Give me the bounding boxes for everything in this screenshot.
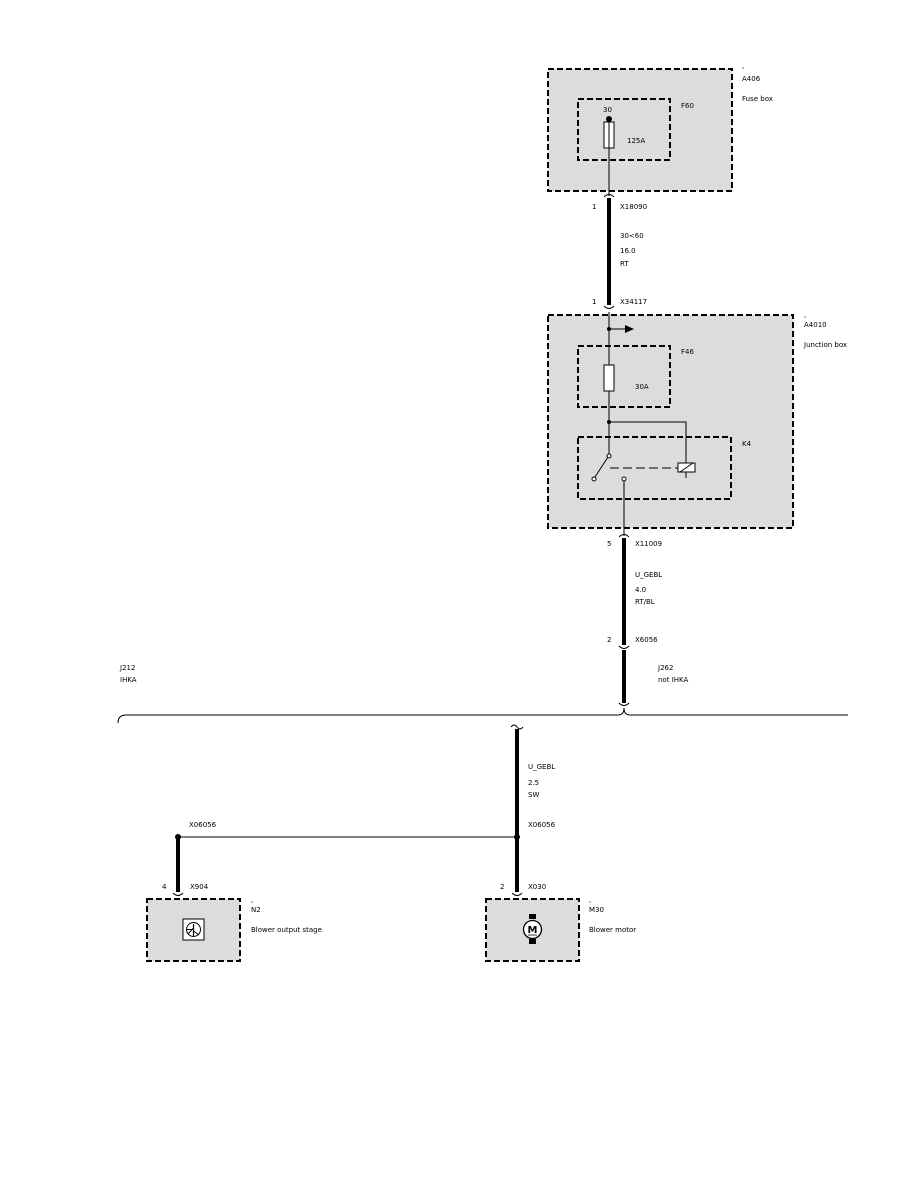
connector-arc-top <box>618 534 630 538</box>
variant-brace: J212 IHKA J262 not IHKA <box>117 664 848 724</box>
wire-1-size: 16.0 <box>620 247 636 255</box>
blower-stage-pin: 4 <box>162 883 167 891</box>
fuse-f46-rating: 30A <box>635 383 649 391</box>
blower-stage-component: 4 X904 , N2 Blower output stage <box>146 883 322 962</box>
wire-1-pin-bottom: 1 <box>592 298 596 306</box>
fuse-f46-id: F46 <box>681 348 694 356</box>
blower-motor-connector: X030 <box>528 883 546 891</box>
wire-2-connector-bottom: X6056 <box>635 636 658 644</box>
blower-motor-mark: , <box>589 896 591 904</box>
connector-arc-brace <box>618 702 630 706</box>
blower-motor-name: Blower motor <box>589 926 636 934</box>
coil-feed-line <box>609 421 687 463</box>
relay-k4-id: K4 <box>742 440 752 448</box>
junction-box-id: A4010 <box>804 321 827 329</box>
blower-motor-pin: 2 <box>500 883 504 891</box>
fuse-box-id: A406 <box>742 75 761 83</box>
wire-3-color: SW <box>528 791 539 799</box>
fuse-f46-outline <box>577 345 671 408</box>
junction-box-name: Junction box <box>803 341 847 349</box>
wire-3-size: 2.5 <box>528 779 539 787</box>
fuse-f60-rating: 125A <box>627 137 645 145</box>
arrow-right-icon <box>625 325 634 333</box>
wire-1-connector-bottom: X34117 <box>620 298 647 306</box>
wire-2-pin-bottom: 2 <box>607 636 611 644</box>
fuse-box-name: Fuse box <box>742 95 773 103</box>
fuse-f60-outline <box>577 98 671 161</box>
blower-motor-component: 2 X030 M , M30 Blower motor <box>485 883 636 962</box>
variant-right-name: not IHKA <box>658 676 688 684</box>
fuse-terminal-label: 30 <box>603 106 612 114</box>
switch-contact-no <box>621 476 627 482</box>
wire-1-circuit: 30<60 <box>620 232 644 240</box>
blower-stage-connector: X904 <box>190 883 209 891</box>
wire-2-size: 4.0 <box>635 586 646 594</box>
blower-motor-id: M30 <box>589 906 604 914</box>
fuse-box-component: , A406 Fuse box F60 30 125A <box>547 62 773 196</box>
connector-arc <box>511 892 523 896</box>
variant-left-code: J212 <box>119 664 135 672</box>
fuse-icon <box>603 119 615 196</box>
blower-stage-id: N2 <box>251 906 261 914</box>
blower-stage-name: Blower output stage <box>251 926 322 934</box>
wire-1-color: RT <box>620 260 629 268</box>
wire-2-connector-top: X11009 <box>635 540 662 548</box>
relay-k4-outline <box>577 436 732 500</box>
transistor-icon <box>182 918 205 941</box>
wire-3: U_GEBL 2.5 SW X06056 X06056 <box>175 724 556 892</box>
fuse-f60-id: F60 <box>681 102 694 110</box>
fuse-box-outline <box>547 68 733 192</box>
fuse-icon <box>603 364 615 392</box>
connector-arc <box>172 892 184 896</box>
variant-left-name: IHKA <box>120 676 137 684</box>
wire-2-circuit: U_GEBL <box>635 571 662 579</box>
fuse-box-mark: , <box>742 62 744 70</box>
splice-right-label: X06056 <box>528 821 556 829</box>
wire-1: 1 X18090 30<60 16.0 RT 1 X34117 <box>592 194 647 309</box>
break-mark <box>510 724 524 730</box>
wire-1-pin-top: 1 <box>592 203 596 211</box>
wire-2: 5 X11009 U_GEBL 4.0 RT/BL 2 X6056 <box>607 534 662 706</box>
switch-contact-nc <box>591 476 597 482</box>
connector-arc-bottom <box>603 305 615 309</box>
splice-left-label: X06056 <box>189 821 217 829</box>
motor-symbol: M <box>528 925 538 936</box>
wire-2-color: RT/BL <box>635 598 655 606</box>
connector-arc-top <box>603 194 615 198</box>
blower-stage-mark: , <box>251 896 253 904</box>
variant-right-code: J262 <box>657 664 673 672</box>
wire-3-circuit: U_GEBL <box>528 763 555 771</box>
wire-1-connector-top: X18090 <box>620 203 647 211</box>
relay-switch-blade <box>594 456 609 478</box>
junction-box-component: , A4010 Junction box F46 30A K4 <box>547 311 847 536</box>
connector-arc-bottom <box>618 645 630 649</box>
relay-coil-icon <box>677 462 696 473</box>
variant-brace-line <box>117 707 848 724</box>
motor-icon: M <box>522 914 543 944</box>
wire-2-pin-top: 5 <box>607 540 611 548</box>
junction-box-mark: , <box>804 311 806 319</box>
